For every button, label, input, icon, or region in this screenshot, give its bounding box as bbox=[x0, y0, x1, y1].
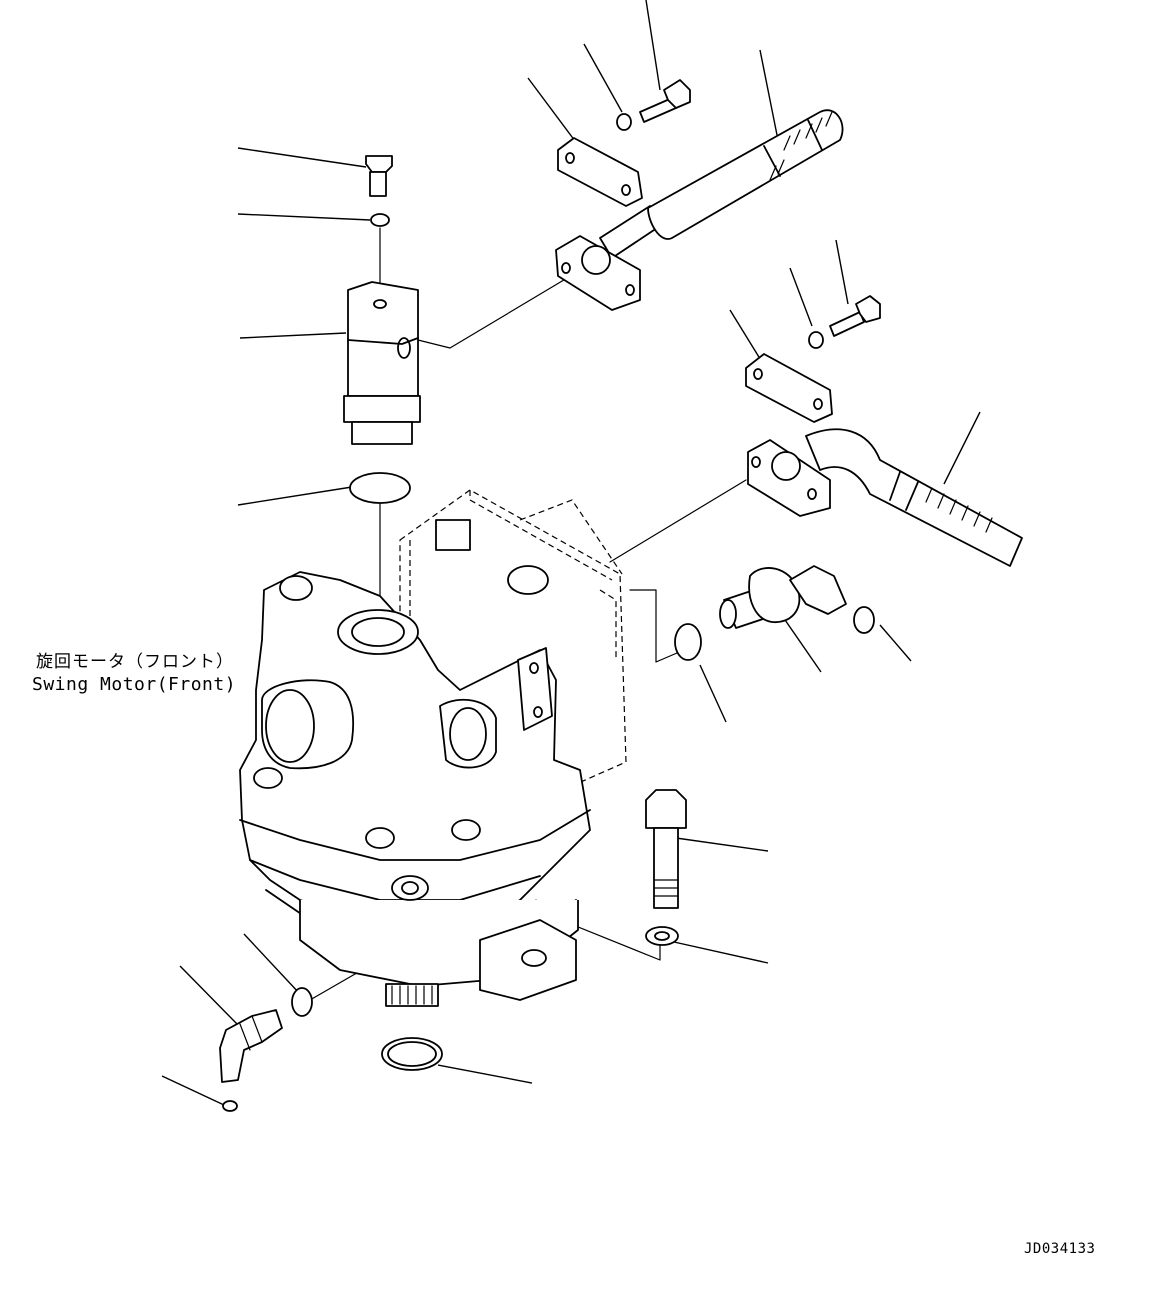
right-fittings bbox=[645, 565, 875, 946]
block-fitting-stack bbox=[343, 155, 421, 504]
lower-left-fittings bbox=[219, 987, 443, 1112]
motor-label-japanese: 旋回モータ（フロント） bbox=[36, 652, 234, 672]
swing-motor-body bbox=[239, 489, 627, 1007]
upper-hose-assembly bbox=[555, 79, 844, 311]
figure-id: JD034133 bbox=[1024, 1241, 1096, 1257]
motor-label-english: Swing Motor(Front) bbox=[32, 674, 237, 695]
lower-hose-assembly bbox=[745, 295, 1023, 567]
